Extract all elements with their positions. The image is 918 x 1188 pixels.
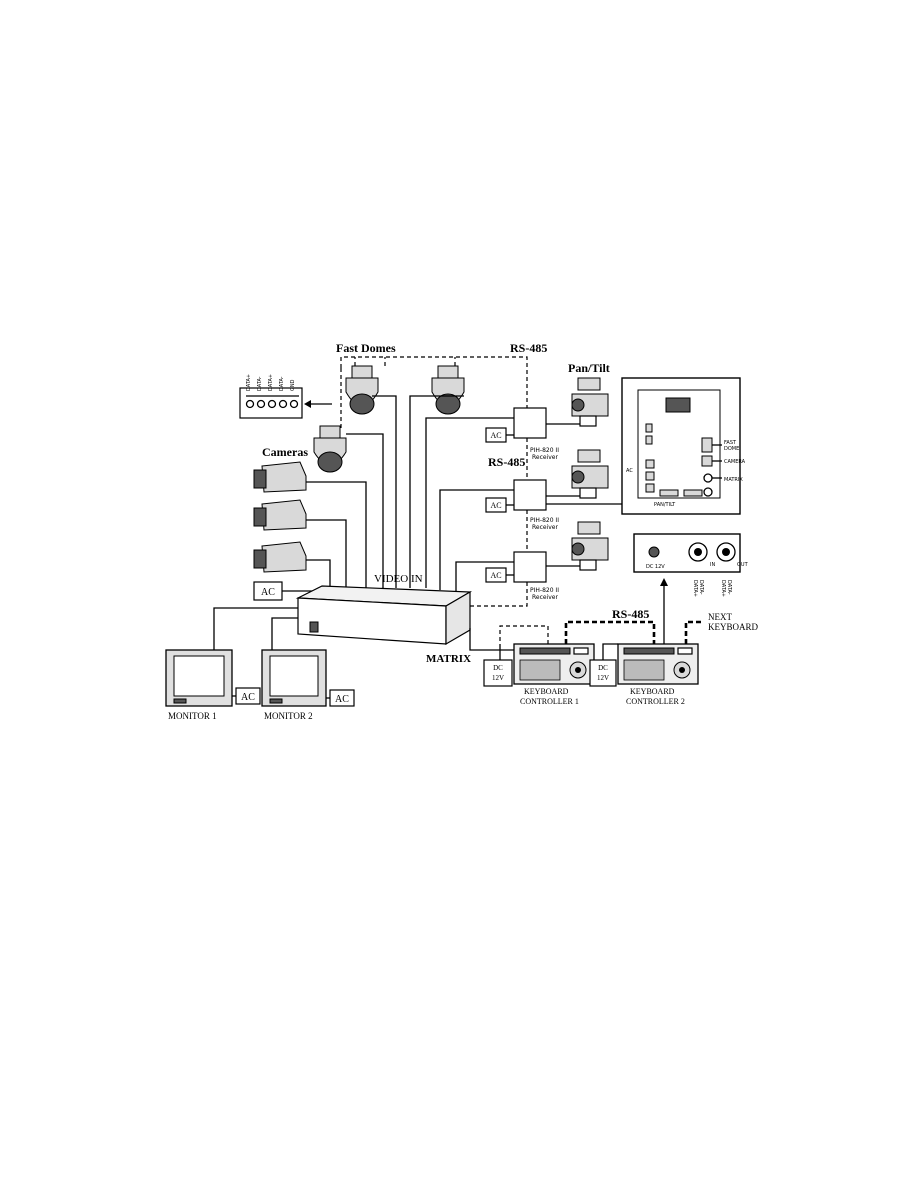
receiver-1 (513, 407, 547, 439)
keyboard-controller-2 (617, 643, 699, 685)
svg-text:AC: AC (490, 571, 501, 580)
svg-text:PIH-820 II: PIH-820 II (530, 587, 559, 594)
keyboard-controller-1 (513, 643, 595, 685)
camera-2 (253, 499, 307, 531)
board-matrix-label: MATRIX (724, 477, 743, 483)
svg-text:PIH-820 II: PIH-820 II (530, 517, 559, 524)
svg-text:KEYBOARD: KEYBOARD (708, 622, 759, 632)
monitor-2 (261, 649, 327, 707)
board-ac-label: AC (626, 468, 633, 474)
board-camera-label: CAMERA (724, 459, 746, 465)
dc-12v-2-label: DC (598, 664, 608, 672)
video-in-label: VIDEO IN (374, 573, 423, 585)
svg-text:12V: 12V (597, 674, 609, 682)
cameras-label: Cameras (262, 445, 308, 459)
svg-text:DATA+: DATA+ (692, 580, 698, 597)
junction-out-label: OUT (737, 562, 749, 568)
ac-label: AC (335, 694, 349, 705)
junction-box (633, 533, 741, 573)
matrix-label: MATRIX (426, 653, 471, 665)
terminal-pin-label: DATA+ (246, 374, 252, 391)
terminal-pin-label: DATA- (257, 376, 263, 391)
board-pan-tilt-label: PAN/TILT (654, 502, 676, 508)
keyboard-controller-1-label: KEYBOARD (524, 687, 569, 696)
rs485-top-label: RS-485 (510, 341, 547, 355)
svg-text:AC: AC (490, 501, 501, 510)
camera-1 (253, 461, 307, 493)
rs485-bottom-label: RS-485 (612, 607, 649, 621)
receiver-board (621, 377, 741, 515)
matrix-unit (295, 585, 473, 646)
junction-dc12v-label: DC 12V (646, 564, 665, 570)
svg-text:CONTROLLER 2: CONTROLLER 2 (626, 697, 685, 706)
svg-text:Receiver: Receiver (532, 454, 558, 461)
receiver-1-label: PIH-820 II (530, 447, 559, 454)
camera-3 (253, 541, 307, 573)
dc-12v-1-label: DC (493, 664, 503, 672)
pan-tilt-label: Pan/Tilt (568, 361, 610, 375)
svg-text:CONTROLLER 1: CONTROLLER 1 (520, 697, 579, 706)
fast-dome-2 (431, 365, 465, 415)
keyboard-controller-2-label: KEYBOARD (630, 687, 675, 696)
svg-text:DATA-: DATA- (698, 580, 704, 595)
next-keyboard-label: NEXT (708, 612, 732, 622)
terminal-pin-label: DATA+ (268, 374, 274, 391)
svg-text:Receiver: Receiver (532, 594, 558, 601)
svg-text:DOME: DOME (724, 446, 739, 452)
svg-text:AC: AC (490, 431, 501, 440)
ac-label: AC (241, 692, 255, 703)
fast-dome-1 (345, 365, 379, 415)
terminal-pin-label: GND (290, 379, 296, 391)
pan-tilt-3 (571, 521, 609, 571)
junction-in-label: IN (710, 562, 715, 568)
terminal-pin-label: DATA- (279, 376, 285, 391)
pan-tilt-2 (571, 449, 609, 499)
terminal-block (239, 387, 332, 419)
svg-text:12V: 12V (492, 674, 504, 682)
svg-text:Receiver: Receiver (532, 524, 558, 531)
monitor-1-label: MONITOR 1 (168, 711, 217, 721)
monitor-2-label: MONITOR 2 (264, 711, 313, 721)
ac-label: AC (261, 587, 275, 598)
svg-text:DATA+: DATA+ (720, 580, 726, 597)
monitor-1 (165, 649, 233, 707)
fast-dome-3 (313, 425, 347, 473)
rs485-mid-label: RS-485 (488, 455, 525, 469)
fast-domes-label: Fast Domes (336, 341, 396, 355)
receiver-2 (513, 479, 547, 511)
board-fast-dome-label: FAST (724, 440, 737, 446)
svg-text:DATA-: DATA- (726, 580, 732, 595)
receiver-3 (513, 551, 547, 583)
pan-tilt-1 (571, 377, 609, 427)
